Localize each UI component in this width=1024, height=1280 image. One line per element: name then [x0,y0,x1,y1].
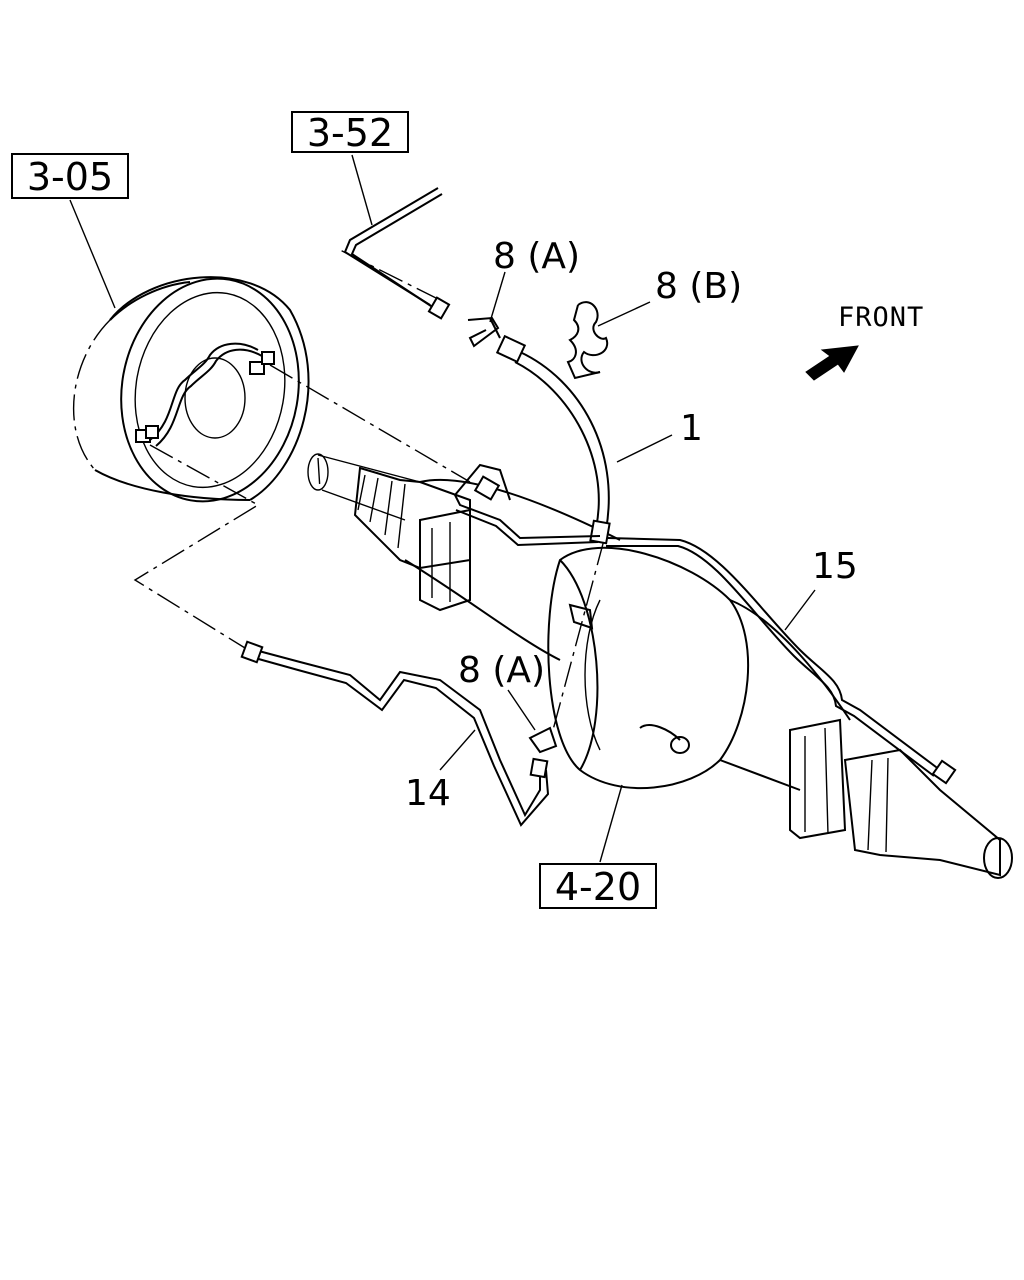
brake-pipe-14 [240,640,550,827]
brake-pipe-3-52 [343,187,451,320]
callout-8a-bottom: 8 (A) [458,650,545,691]
svg-text:3-05: 3-05 [27,155,113,199]
callout-8b: 8 (B) [655,266,742,307]
brake-pipe-15 [453,463,957,785]
front-label: FRONT [838,302,924,333]
callout-15: 15 [812,546,858,587]
front-arrow-icon [805,345,859,381]
svg-text:3-52: 3-52 [307,111,393,155]
callout-1: 1 [680,408,703,449]
flex-hose-1 [495,334,611,545]
clip-8a-bottom [528,603,594,754]
leader-lines [69,154,816,863]
clip-8a-top [467,316,501,348]
svg-text:4-20: 4-20 [555,865,641,909]
reference-3-52[interactable]: 3-52 [291,111,409,155]
callout-14: 14 [405,773,451,814]
reference-3-05[interactable]: 3-05 [11,153,129,199]
brake-drum [72,276,310,503]
reference-4-20[interactable]: 4-20 [539,863,657,909]
clip-8b [566,301,609,380]
axle-housing [307,453,1013,879]
callout-8a-top: 8 (A) [493,236,580,277]
